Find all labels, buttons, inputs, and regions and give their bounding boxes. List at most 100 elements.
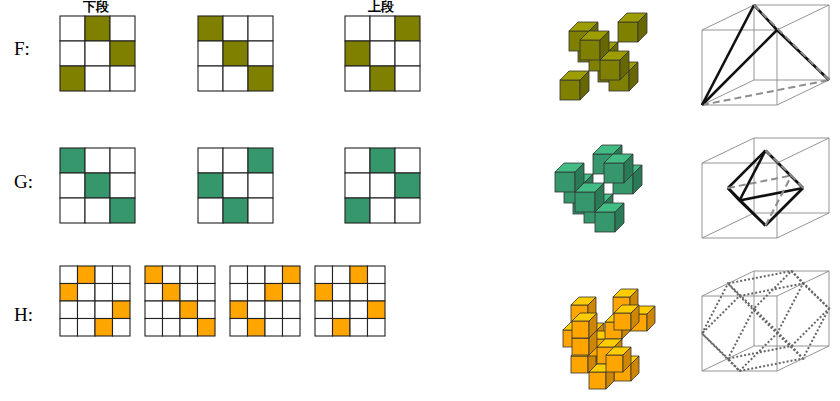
layer-grid (60, 16, 135, 91)
grid-cell (395, 148, 420, 173)
grid-cell (315, 319, 333, 337)
grid-cell (345, 148, 370, 173)
cube (606, 347, 631, 372)
grid-cell (198, 301, 216, 319)
grid-cell (345, 16, 370, 41)
layer-grid (60, 148, 135, 223)
grid-cell (113, 301, 131, 319)
row-label: G: (14, 172, 33, 193)
grid-cell (110, 148, 135, 173)
cube-cluster (555, 145, 642, 232)
wireframe-cube (702, 138, 829, 238)
grid-cell (265, 284, 283, 302)
grid-cell (180, 284, 198, 302)
cube (572, 313, 597, 338)
grid-cell (223, 148, 248, 173)
grid-cell (60, 198, 85, 223)
grid-cell (223, 16, 248, 41)
cube (560, 71, 589, 100)
grid-cell (248, 41, 273, 66)
layer-heading: 下段 (83, 0, 109, 14)
grid-cell (78, 319, 96, 337)
grid-cell (85, 41, 110, 66)
grid-cell (163, 266, 181, 284)
grid-cell (350, 301, 368, 319)
grid-cell (370, 16, 395, 41)
grid-cell (395, 41, 420, 66)
grid-cell (265, 266, 283, 284)
cube (618, 13, 647, 42)
grid-cell (85, 148, 110, 173)
layer-grid (145, 266, 215, 336)
grid-cell (198, 198, 223, 223)
grid-cell (248, 198, 273, 223)
grid-cell (395, 198, 420, 223)
grid-cell (180, 266, 198, 284)
grid-cell (283, 266, 301, 284)
grid-cell (370, 41, 395, 66)
grid-cell (95, 266, 113, 284)
layer-heading: 上段 (368, 0, 394, 14)
layer-grid (198, 16, 273, 91)
layer-grid (345, 148, 420, 223)
cube-cluster (560, 13, 647, 100)
grid-cell (113, 284, 131, 302)
layer-grid (198, 148, 273, 223)
grid-cell (110, 16, 135, 41)
grid-cell (163, 319, 181, 337)
grid-cell (350, 319, 368, 337)
grid-cell (248, 173, 273, 198)
grid-cell (368, 301, 386, 319)
grid-cell (315, 284, 333, 302)
grid-cell (315, 301, 333, 319)
grid-cell (283, 301, 301, 319)
grid-cell (333, 266, 351, 284)
grid-cell (223, 66, 248, 91)
grid-cell (230, 284, 248, 302)
grid-cell (95, 319, 113, 337)
grid-cell (345, 173, 370, 198)
grid-cell (60, 16, 85, 41)
grid-cell (85, 16, 110, 41)
grid-cell (345, 66, 370, 91)
grid-cell (198, 173, 223, 198)
grid-cell (113, 319, 131, 337)
grid-cell (248, 266, 266, 284)
grid-cell (85, 198, 110, 223)
grid-cell (60, 301, 78, 319)
grid-cell (145, 301, 163, 319)
cube (614, 305, 639, 330)
grid-cell (145, 266, 163, 284)
grid-cell (395, 66, 420, 91)
grid-cell (248, 301, 266, 319)
grid-cell (395, 173, 420, 198)
grid-cell (163, 301, 181, 319)
grid-cell (113, 266, 131, 284)
grid-cell (223, 198, 248, 223)
grid-cell (110, 198, 135, 223)
grid-cell (350, 284, 368, 302)
grid-cell (368, 284, 386, 302)
row-label: H: (14, 305, 33, 326)
grid-cell (315, 266, 333, 284)
grid-cell (145, 284, 163, 302)
grid-cell (60, 173, 85, 198)
grid-cell (60, 319, 78, 337)
grid-cell (230, 319, 248, 337)
grid-cell (350, 266, 368, 284)
cube (604, 154, 633, 183)
layer-grid (345, 16, 420, 91)
grid-cell (370, 66, 395, 91)
grid-cell (198, 16, 223, 41)
grid-cell (223, 41, 248, 66)
grid-cell (78, 266, 96, 284)
grid-cell (395, 16, 420, 41)
cube (630, 306, 655, 331)
grid-cell (265, 319, 283, 337)
grid-cell (60, 41, 85, 66)
grid-cell (345, 198, 370, 223)
grid-cell (198, 319, 216, 337)
grid-cell (248, 66, 273, 91)
cube-cluster (563, 289, 655, 389)
